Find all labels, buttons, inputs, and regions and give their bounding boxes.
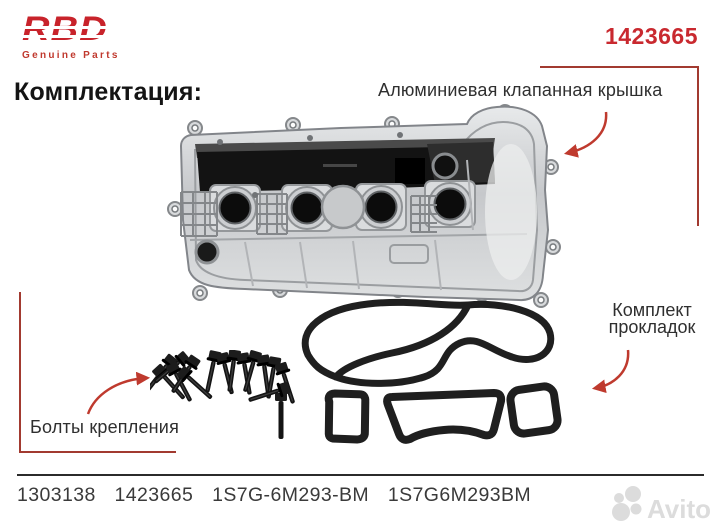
bolts-image	[150, 350, 301, 408]
rib-grid	[180, 191, 218, 237]
part-number-item: 1S7G6M293BM	[387, 484, 531, 506]
casting-ribs	[244, 159, 474, 291]
mount-ear	[545, 239, 561, 255]
bolts-pile	[150, 350, 301, 408]
embossed-marking	[323, 164, 357, 167]
gasket-kit-image	[275, 298, 562, 444]
flange-bolt-hole	[252, 192, 258, 198]
flange-bolt-hole	[307, 135, 313, 141]
avito-wordmark: Avito	[647, 494, 711, 524]
callout-gasket-kit-label: Комплект прокладок	[608, 300, 696, 337]
loose-bolt	[275, 393, 287, 439]
baffle-circle	[320, 184, 366, 230]
boss-detail	[389, 244, 429, 264]
arrow-gasket-kit-icon	[591, 349, 630, 394]
rib-grid	[410, 195, 437, 233]
mount-ear	[192, 285, 208, 301]
small-gasket-1	[324, 389, 370, 444]
mount-ear	[187, 120, 203, 136]
breather-hole	[431, 152, 459, 180]
footer-divider	[17, 474, 704, 476]
valve-cover-image	[167, 104, 561, 308]
avito-watermark: Avito	[612, 486, 711, 524]
footer-part-numbers: 1303138 1423665 1S7G-6M293-BM 1S7G6M293B…	[17, 484, 544, 507]
arrow-bolts-icon	[86, 371, 151, 415]
metal-highlight	[485, 144, 537, 280]
rib-grid	[256, 193, 288, 235]
part-number-item: 1S7G-6M293-BM	[212, 484, 370, 506]
callout-valve-cover-label: Алюминиевая клапанная крышка	[378, 80, 663, 100]
page-title: Комплектация:	[14, 78, 203, 106]
gasket-twist-strand	[332, 301, 472, 381]
brand-logo: RBD Genuine Parts	[20, 12, 142, 64]
brand-tagline: Genuine Parts	[22, 50, 120, 61]
spark-plug-hole	[359, 185, 403, 229]
valve-cover-gasket	[301, 298, 555, 387]
small-gasket-3	[506, 382, 562, 438]
flange-line	[193, 120, 539, 293]
avito-logo-icon	[612, 486, 642, 521]
oil-port	[194, 239, 220, 265]
ledge-line	[189, 233, 528, 241]
part-number-item: 1423665	[114, 484, 194, 506]
header-part-number: 1423665	[604, 23, 698, 49]
flange-bolt-hole	[397, 132, 403, 138]
logo-stripe	[20, 26, 124, 29]
recess-opening	[395, 158, 425, 184]
mount-ear	[167, 201, 183, 217]
flange-bolt-hole	[217, 139, 223, 145]
spark-plug-hole	[213, 186, 257, 230]
brand-name: RBD	[22, 10, 108, 48]
part-number-item: 1303138	[17, 484, 96, 506]
small-gasket-2	[383, 389, 506, 444]
logo-stripe	[20, 35, 124, 38]
